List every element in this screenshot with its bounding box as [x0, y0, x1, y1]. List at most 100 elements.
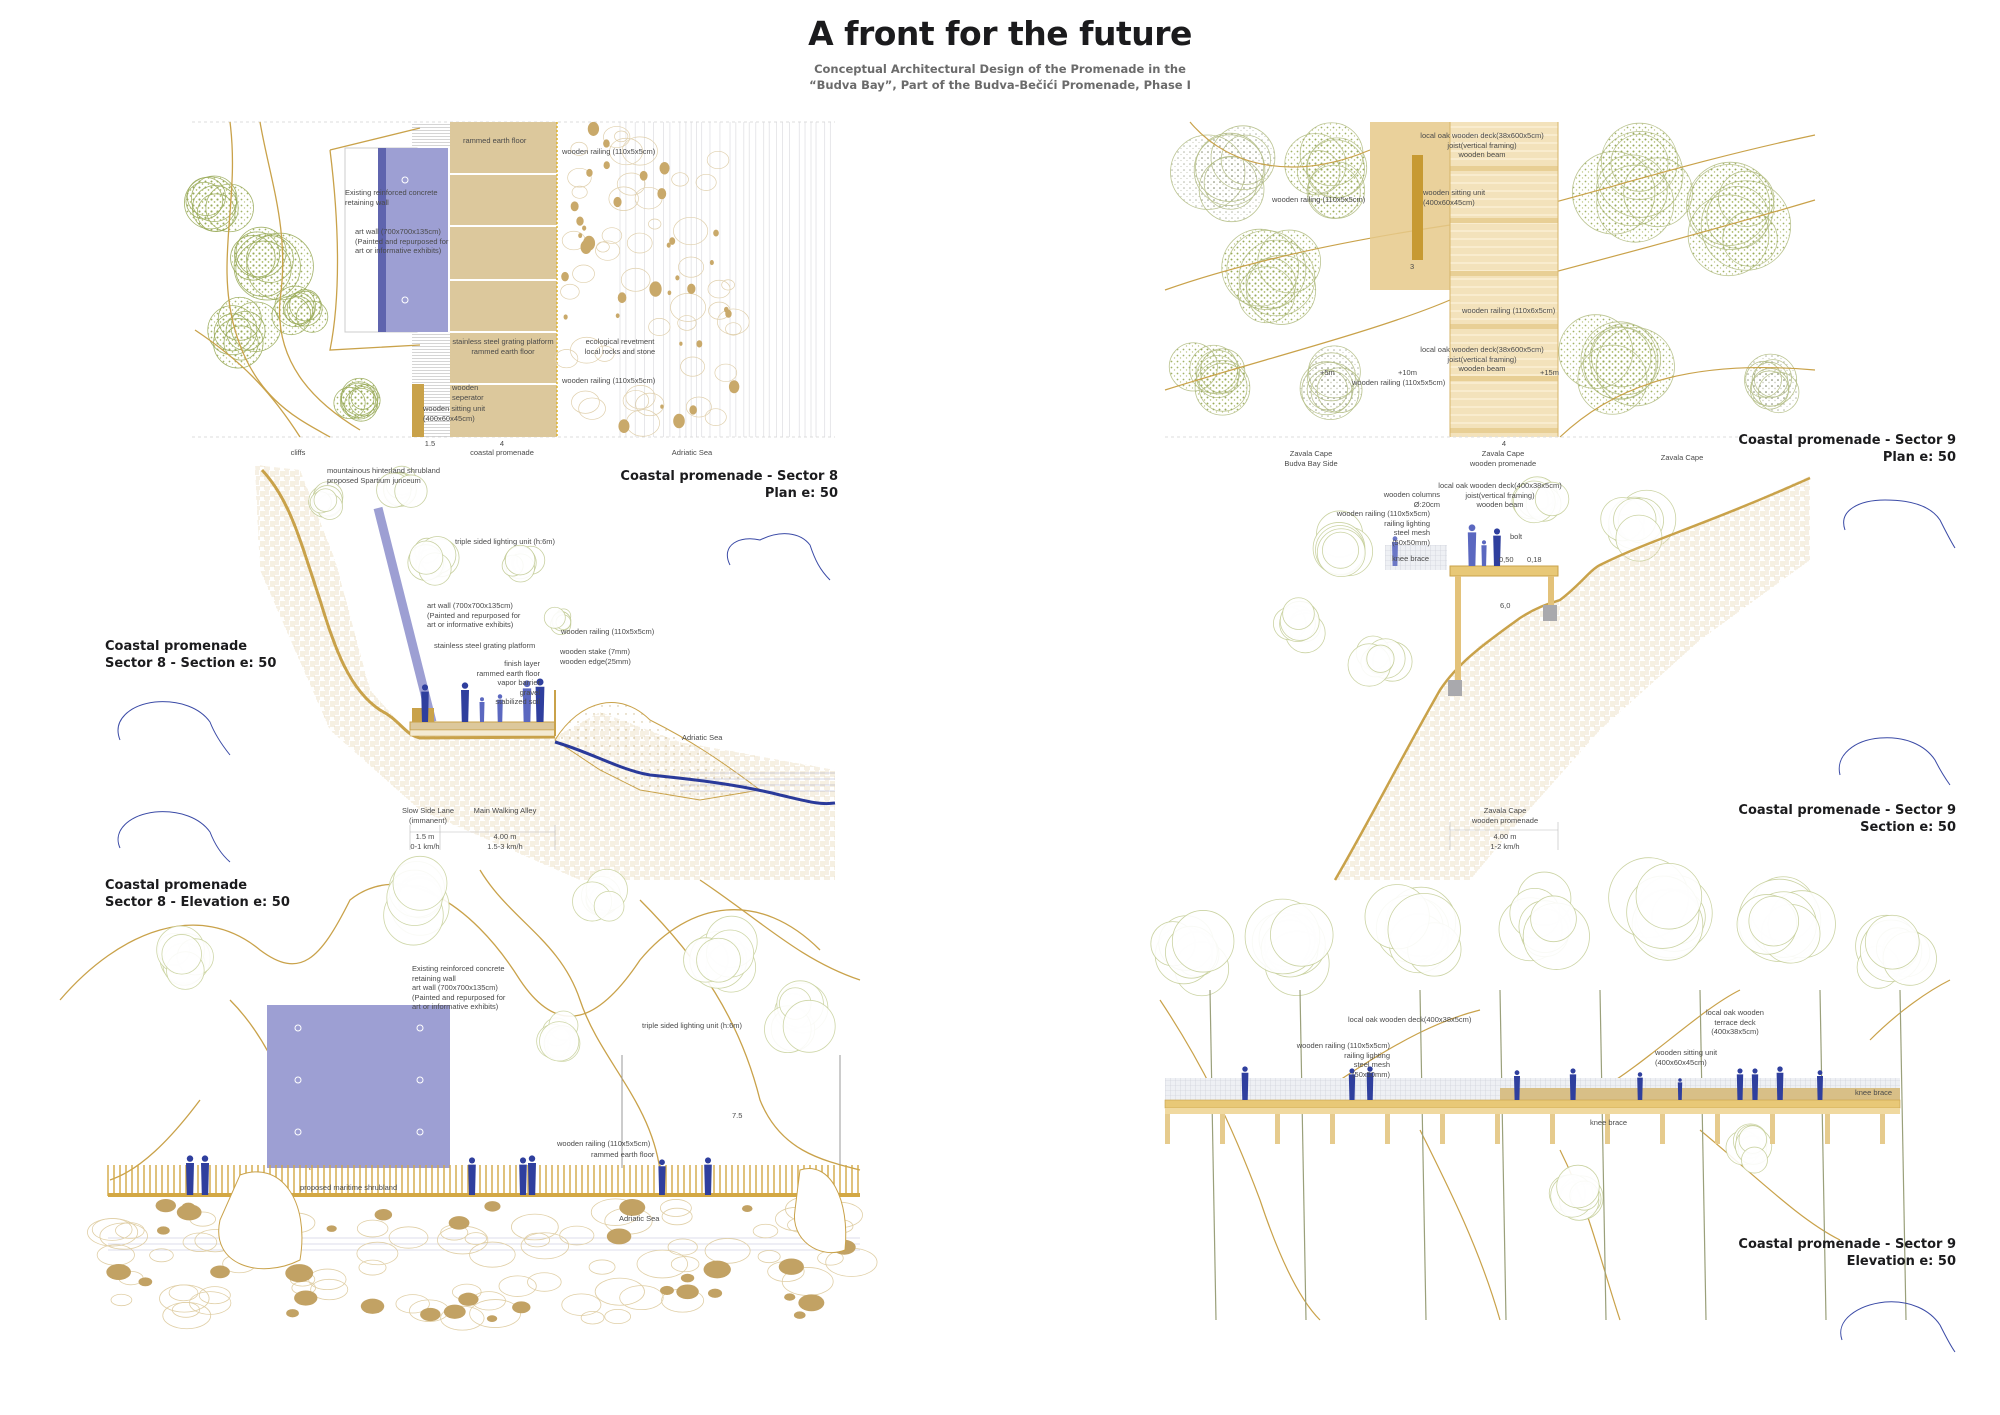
person-silhouette	[1817, 1076, 1823, 1100]
annotation: Adriatic Sea	[682, 733, 723, 742]
tree-canopy	[225, 310, 266, 351]
rock-filled	[613, 196, 622, 208]
rock	[560, 283, 580, 300]
person-silhouette	[535, 686, 545, 722]
tree-canopy	[161, 934, 202, 975]
rock	[511, 1213, 559, 1241]
sector9-plan	[1164, 121, 1816, 438]
dimension-label: 4	[1501, 439, 1507, 448]
rock	[182, 1232, 218, 1252]
rock	[636, 1249, 688, 1279]
rock	[625, 409, 660, 437]
contour-lines	[194, 121, 421, 438]
tree-trunk	[1899, 989, 1907, 1321]
tree-canopy	[1246, 254, 1317, 325]
person-silhouette	[528, 1163, 536, 1195]
title-line: Elevation e: 50	[1846, 1254, 1956, 1269]
bolt-icon	[294, 1128, 302, 1136]
rock	[659, 1199, 692, 1217]
rock-filled	[649, 281, 662, 297]
rock-filled	[660, 404, 664, 409]
tree-canopy	[696, 937, 741, 983]
art-wall	[378, 148, 448, 332]
person-silhouette	[704, 1157, 712, 1164]
rock-filled	[689, 405, 697, 415]
poster-title: A front for the future	[808, 14, 1192, 53]
rock	[524, 1232, 551, 1248]
person-silhouette	[1737, 1068, 1743, 1074]
rock-filled	[157, 1226, 170, 1235]
person-silhouette	[461, 682, 469, 689]
person-silhouette	[1570, 1068, 1576, 1074]
rock	[594, 1277, 645, 1306]
wooden-column	[1220, 1114, 1225, 1144]
rock	[162, 1301, 212, 1330]
wooden-column	[1548, 576, 1554, 612]
tree-canopy	[543, 606, 566, 629]
rock	[685, 396, 712, 418]
annotation: stainless steel grating platform	[434, 641, 536, 650]
tree-canopy	[1635, 862, 1703, 930]
rock	[469, 1241, 516, 1268]
title-line: Coastal promenade - Sector 9	[1738, 803, 1956, 818]
title-line: Plan e: 50	[764, 486, 838, 501]
annotation: wooden railing (110x5x5cm)	[1352, 378, 1446, 387]
annotation: local oak wooden terrace deck (400x38x5c…	[1706, 1008, 1764, 1036]
wooden-column	[1455, 576, 1461, 686]
person-silhouette	[421, 691, 429, 722]
rock	[677, 315, 697, 331]
rock	[527, 1272, 562, 1292]
annotation: wooden sitting unit (400x60x45cm)	[1423, 188, 1486, 207]
rock	[588, 1259, 616, 1275]
person-silhouette	[1569, 1074, 1577, 1100]
person-silhouette	[536, 678, 544, 686]
wooden-column	[1330, 1114, 1335, 1144]
tree-trunk	[1499, 989, 1507, 1321]
people-group	[421, 678, 545, 722]
dimension-label: 1.5	[424, 439, 436, 448]
annotation: wooden railing (110x6x5cm)	[1462, 306, 1556, 315]
sector8-elevation	[59, 855, 878, 1331]
wooden-deck	[1449, 565, 1559, 577]
rock-filled	[603, 139, 610, 148]
annotation: wooden railing (110x5x5cm)	[561, 627, 655, 636]
rock-filled	[639, 170, 648, 181]
rock-filled	[741, 1205, 753, 1213]
wooden-deck	[1164, 1099, 1901, 1109]
person-silhouette	[658, 1166, 666, 1195]
tree-canopy	[313, 488, 338, 512]
rock	[673, 216, 709, 246]
rock	[603, 126, 631, 148]
person-silhouette	[1514, 1076, 1520, 1100]
annotation: Adriatic Sea	[619, 1214, 660, 1223]
person-silhouette	[523, 680, 531, 688]
person-silhouette	[186, 1155, 194, 1162]
tree-canopy	[1530, 895, 1577, 943]
annotation: local oak wooden deck(400x38x5cm) joist(…	[1438, 481, 1562, 509]
person-silhouette	[201, 1163, 209, 1195]
person-silhouette	[1514, 1070, 1520, 1076]
person-silhouette	[528, 1155, 536, 1162]
tree-canopy	[286, 290, 323, 327]
rock	[96, 1244, 135, 1266]
annotation: +5m	[1320, 368, 1335, 377]
person-silhouette	[519, 1157, 527, 1164]
dimension-label: 0,50	[1499, 555, 1514, 564]
rock	[115, 1222, 145, 1239]
person-silhouette	[186, 1163, 194, 1195]
rock	[561, 1293, 602, 1316]
rock-filled	[583, 235, 596, 251]
bolt-icon	[416, 1024, 424, 1032]
dimension-lines	[409, 825, 556, 850]
tree-canopy	[539, 1021, 580, 1062]
rock	[440, 1305, 485, 1331]
rock	[671, 172, 689, 187]
rock-filled	[798, 1294, 825, 1312]
rock	[725, 322, 742, 336]
tree-canopy	[1610, 133, 1669, 192]
dimension-label: 7.5	[732, 1111, 743, 1120]
rock-filled	[563, 314, 568, 320]
rock-filled	[666, 242, 671, 248]
rock-filled	[285, 1264, 314, 1283]
person-silhouette	[1467, 532, 1477, 566]
